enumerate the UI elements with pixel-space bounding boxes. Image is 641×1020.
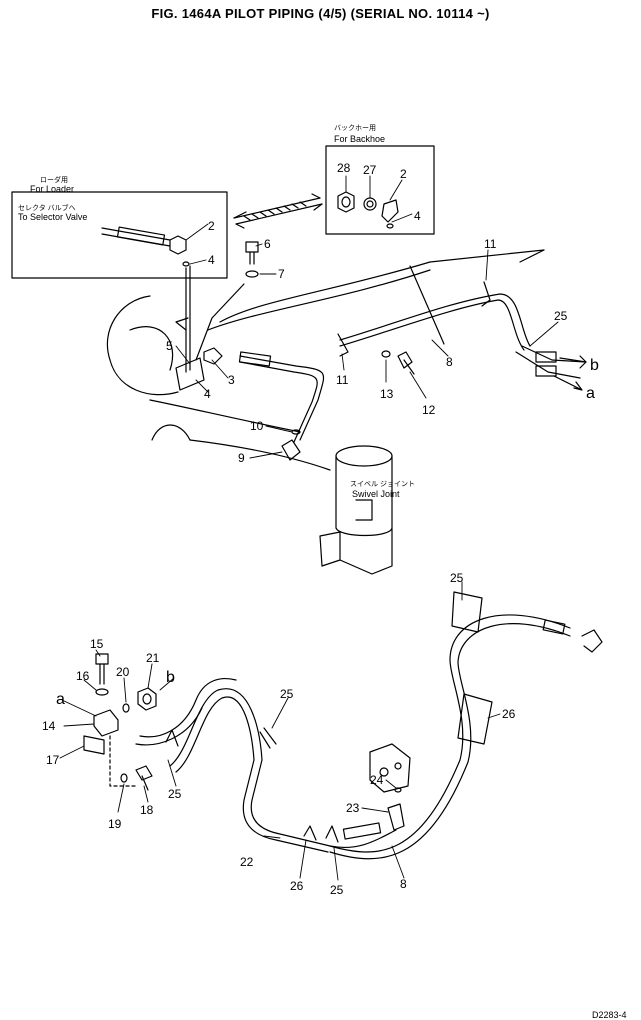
callout-17: 17 — [46, 753, 60, 767]
washer-13 — [381, 350, 391, 358]
callout-11-right: 11 — [484, 237, 497, 251]
o-ring-20 — [122, 703, 130, 713]
fitting-23 — [342, 822, 382, 840]
loader-inset-box — [11, 191, 228, 279]
protector-25-top — [451, 591, 483, 633]
connector-3 — [203, 347, 223, 365]
callout-25-upper-right: 25 — [450, 571, 464, 585]
fitting-right-end — [542, 619, 566, 635]
callout-14: 14 — [42, 719, 56, 733]
clamp-11-right — [481, 281, 491, 307]
backhoe-caption-en: For Backhoe — [334, 134, 385, 144]
bolt-6 — [245, 241, 259, 265]
callout-8-top: 8 — [446, 355, 453, 369]
callout-28: 28 — [337, 161, 351, 175]
washer-7 — [245, 270, 259, 278]
loader-sub-jp: セレクタ バルブへ — [18, 203, 76, 212]
clamp-26-lower — [303, 825, 317, 841]
callout-19: 19 — [108, 817, 122, 831]
nut-21 — [137, 687, 157, 711]
callout-22: 22 — [240, 855, 254, 869]
valve-block-24 — [369, 743, 411, 793]
bracket-17 — [83, 735, 105, 755]
loader-caption-en: For Loader — [30, 184, 74, 194]
connection-b-top: b — [590, 357, 599, 374]
elbow-9 — [281, 439, 301, 461]
callout-2-backhoe: 2 — [400, 167, 407, 181]
arrow-to-a — [553, 375, 583, 391]
arrow-to-b — [559, 355, 587, 369]
drawing-code: D2283-4 — [592, 1010, 627, 1020]
callout-23: 23 — [346, 801, 360, 815]
clamp-25-bottom — [325, 825, 339, 843]
callout-12: 12 — [422, 403, 436, 417]
bolt-18 — [135, 765, 153, 791]
callout-24: 24 — [370, 773, 384, 787]
washer-19 — [120, 773, 128, 783]
backhoe-inset-box — [325, 145, 435, 235]
clamp-25-left — [165, 729, 179, 747]
swivel-joint — [319, 445, 393, 575]
callout-5: 5 — [166, 339, 173, 353]
lower-hose-8 — [329, 614, 571, 860]
bolt-12 — [397, 351, 415, 375]
loader-pipe — [101, 226, 187, 255]
backhoe-parts — [337, 191, 399, 229]
callout-10: 10 — [250, 419, 264, 433]
callout-13: 13 — [380, 387, 394, 401]
leader-dashed — [109, 735, 137, 787]
callout-7: 7 — [278, 267, 285, 281]
clamp-25-lower — [259, 727, 277, 749]
protector-26-right — [457, 693, 493, 745]
callout-4-loader: 4 — [208, 253, 215, 267]
callout-25-top: 25 — [554, 309, 568, 323]
callout-8-bottom: 8 — [400, 877, 407, 891]
callout-3: 3 — [228, 373, 235, 387]
callout-26-right: 26 — [502, 707, 516, 721]
callout-27: 27 — [363, 163, 377, 177]
clamp-11-left — [337, 333, 349, 357]
lower-hose-22 — [135, 678, 397, 853]
callout-6: 6 — [264, 237, 271, 251]
loader-sub-en: To Selector Valve — [18, 212, 87, 222]
callout-4-frame: 4 — [204, 387, 211, 401]
washer-16 — [95, 688, 109, 696]
figure-title: FIG. 1464A PILOT PIPING (4/5) (SERIAL NO… — [151, 6, 490, 21]
swivel-caption-en: Swivel Joint — [352, 489, 400, 499]
loader-caption-jp: ローダ用 — [40, 175, 68, 184]
callout-2-loader: 2 — [208, 219, 215, 233]
o-ring-24 — [394, 787, 402, 793]
leader-lines — [59, 175, 559, 881]
elbow-23 — [387, 803, 405, 831]
frame-outline — [106, 249, 545, 471]
connection-a-left: a — [56, 691, 65, 708]
double-arrow — [233, 193, 323, 229]
connection-b-left: b — [166, 669, 175, 686]
hose-ends-top — [515, 345, 587, 379]
callout-25-left: 25 — [168, 787, 182, 801]
hose-upper — [238, 351, 325, 443]
callout-20: 20 — [116, 665, 130, 679]
callout-18: 18 — [140, 803, 154, 817]
block-14 — [93, 709, 119, 737]
swivel-caption-jp: スイベル ジョイント — [350, 480, 415, 488]
backhoe-caption-jp: バックホー用 — [334, 124, 376, 132]
connection-a-top: a — [586, 385, 595, 402]
bracket-5 — [175, 265, 245, 391]
bolt-15 — [95, 653, 109, 685]
callout-11-left: 11 — [336, 373, 349, 387]
callout-15: 15 — [90, 637, 104, 651]
callout-26-bottom: 26 — [290, 879, 304, 893]
elbow-right-end — [581, 629, 603, 653]
callout-21: 21 — [146, 651, 160, 665]
callout-25-mid: 25 — [280, 687, 294, 701]
callout-9: 9 — [238, 451, 245, 465]
callout-16: 16 — [76, 669, 90, 683]
o-ring-inset — [182, 261, 190, 267]
callout-25-bottom: 25 — [330, 883, 344, 897]
callout-4-backhoe: 4 — [414, 209, 421, 223]
